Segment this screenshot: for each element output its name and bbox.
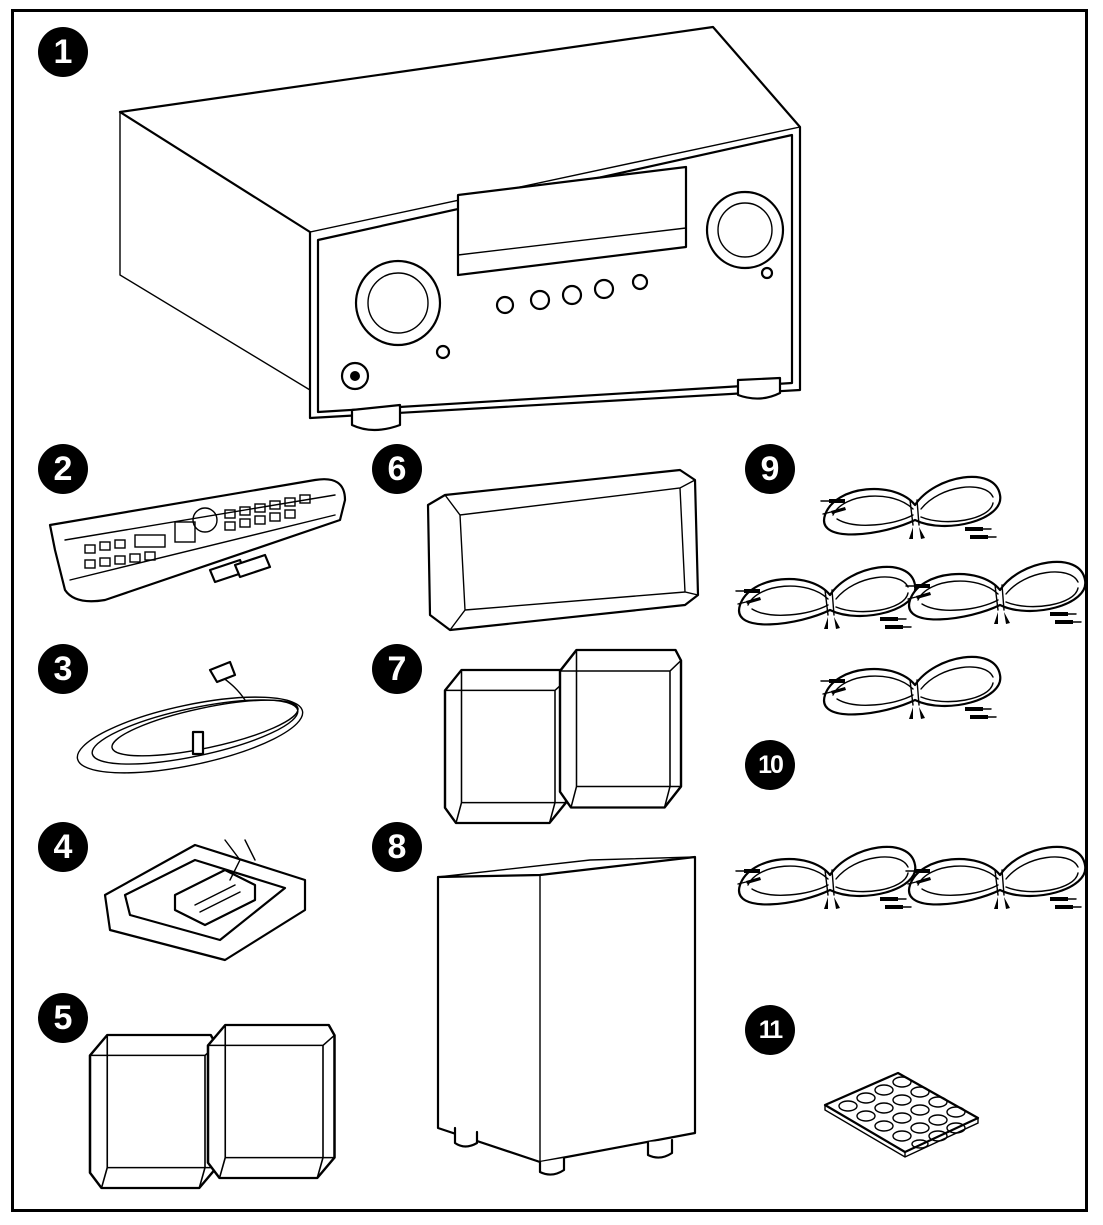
receiver-illustration [118,25,802,432]
item-number-badge-3: 3 [38,644,88,694]
front-speakers-illustration [88,1023,336,1190]
item-number-badge-7: 7 [372,644,422,694]
figure-frame [11,9,1088,1212]
center-speaker-illustration [426,468,700,632]
speaker-cables-10 [734,845,1087,911]
surround-speakers-illustration [443,648,683,825]
pad-sheet-illustration [823,1071,980,1158]
item-number-badge-4: 4 [38,822,88,872]
item-number-badge-9: 9 [745,444,795,494]
subwoofer-illustration [436,855,697,1176]
item-number-badge-10: 10 [745,740,795,790]
am-antenna-illustration [103,839,307,962]
item-number-badge-5: 5 [38,993,88,1043]
item-number-badge-2: 2 [38,444,88,494]
item-number-badge-6: 6 [372,444,422,494]
fm-antenna-illustration [76,660,304,774]
item-number-badge-8: 8 [372,822,422,872]
remote-illustration [48,478,347,603]
speaker-cables-9 [734,475,1087,721]
item-number-badge-1: 1 [38,27,88,77]
item-number-badge-11: 11 [745,1005,795,1055]
